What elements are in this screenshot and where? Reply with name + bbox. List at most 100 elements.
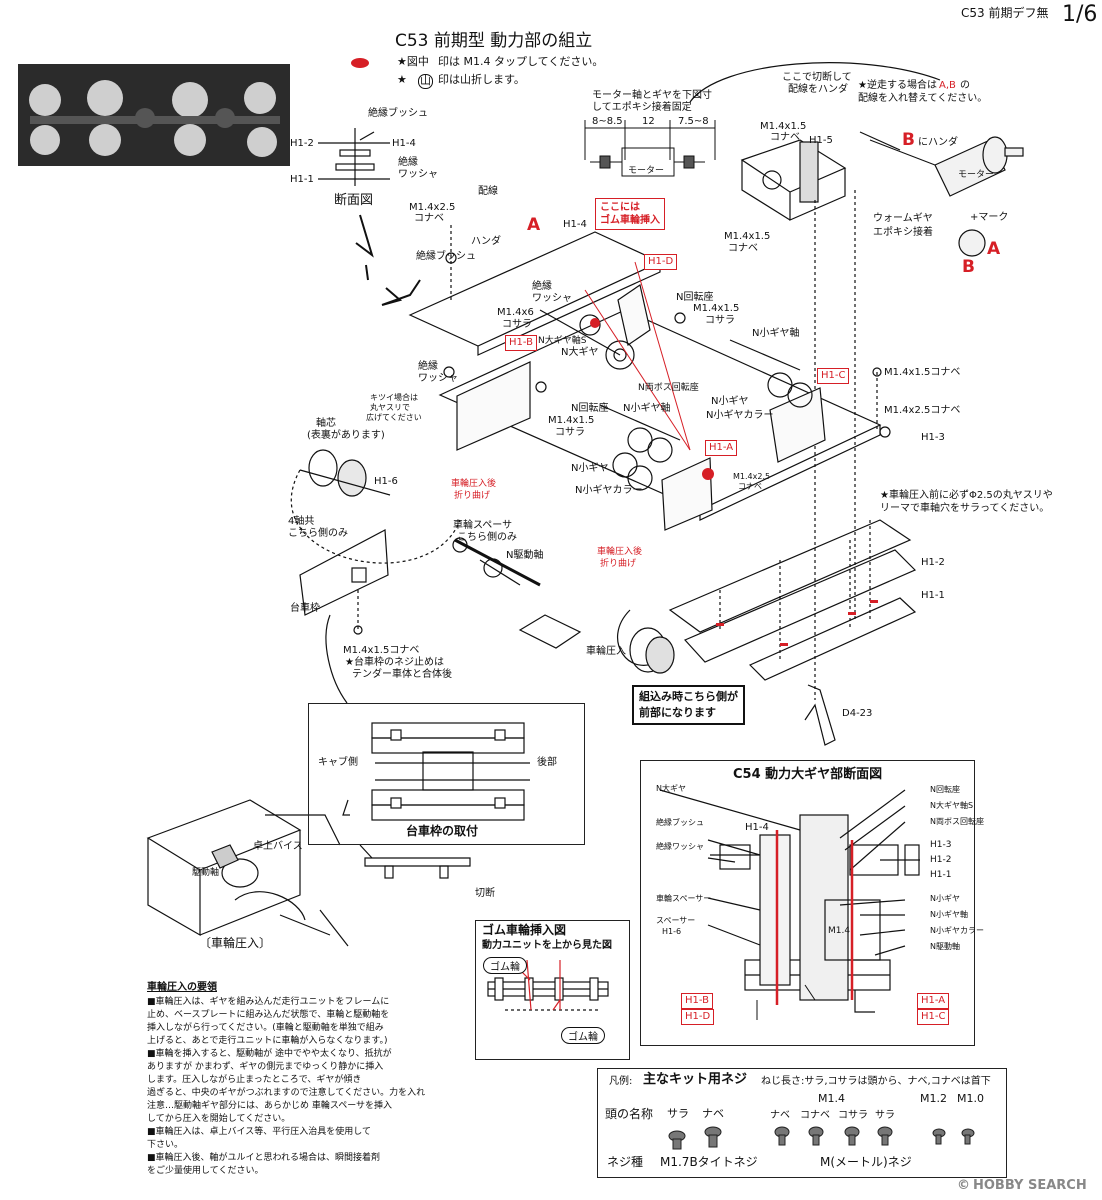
wire-a-main: A [527,215,541,235]
bend-note-2b: 折り曲げ [600,559,637,569]
page-number: 1/6 [1062,2,1098,27]
instruction-line: 挿入しながら行ってください。(車輪と駆動軸を単独で組み [147,1023,384,1033]
axle-note-2: (表裏があります) [307,430,385,441]
rubber-note-1: ここには [600,202,640,213]
vise-caption: 〔車輪圧入〕 [199,936,272,950]
instruction-line: 下さい。 [147,1140,184,1150]
h1-6-main: H1-6 [374,476,398,487]
instruction-line: ■車輪圧入は、ギヤを組み込んだ走行ユニットをフレームに [147,997,390,1007]
page-title: C53 前期型 動力部の組立 [395,31,593,51]
m14x25b-2: コナベ [738,482,762,491]
legend-nabe2: ナベ [770,1110,790,1121]
m14x6-label: M1.4x6 [497,307,534,318]
instruction-line: します。圧入しながら止まったところで、ギヤが傾き [147,1075,362,1085]
plus-mark: +マーク [970,212,1009,223]
cut-note-2: 配線をハンダ [788,84,848,95]
gs-h1-6: H1-6 [662,927,682,936]
vise-label: 卓上バイス [253,841,303,852]
dim-right: 7.5~8 [678,116,709,127]
front-note-1: 組込み時こちら側が [639,690,738,703]
rear-label: 後部 [537,757,557,768]
instructions-title: 車輪圧入の要領 [147,982,217,993]
insul-washer-a: 絶縁 [532,281,552,292]
gs-n-big-shaft-s: N大ギヤ軸S [930,801,974,810]
legend-kosara: コサラ [838,1110,868,1121]
gear-section-title: C54 動力大ギヤ部断面図 [733,767,883,782]
legend-m14: M1.4 [818,1092,845,1105]
watermark: © HOBBY SEARCH [957,1178,1087,1193]
gs-spacer: スペーサー [656,916,696,925]
front-note-box: 組込み時こちら側が 前部になります [632,685,745,725]
legend-type-label: ネジ種 [607,1155,644,1169]
rubber-note-box: ここには ゴム車輪挿入 [595,198,665,230]
legend-example: 凡例: [609,1076,633,1087]
bend-note-2a: 車輪圧入後 [597,547,643,557]
gs-n-small-shaft: N小ギヤ軸 [930,910,968,919]
rubber-wheel-box [475,920,630,1060]
instruction-line: ■車輪圧入後、軸がユルイと思われる場合は、瞬間接着剤 [147,1153,381,1163]
wire-a-letter: A [987,239,1001,259]
note-fold-prefix: ★ [397,73,407,86]
legend-type-2: M(メートル)ネジ [820,1155,912,1169]
h1-5-label: H1-5 [809,135,833,146]
rubber-note-2: ゴム車輪挿入 [600,215,660,226]
instruction-line: 過ぎると、中央のギヤがつぶれますので注意してください。力を入れ [147,1088,426,1098]
gs-h1-4: H1-4 [745,822,769,833]
wheel-spacer-2: こちら側のみ [457,532,517,543]
b-solder-letter: B [902,130,915,150]
n-drive-axle: N駆動軸 [506,550,544,561]
axle-note-1: 軸芯 [316,418,336,429]
bogie-mount-box [308,703,585,845]
m14x15-label: M1.4x1.5 [693,303,740,314]
reverse-note-2: 配線を入れ替えてください。 [858,93,988,104]
gs-n-drive-axle: N駆動軸 [930,942,960,951]
h1-4-main: H1-4 [563,219,587,230]
legend-head-label: 頭の名称 [605,1107,654,1121]
bend-note-1a: 車輪圧入後 [451,479,497,489]
gs-n-turntable: N回転座 [930,785,960,794]
n-big-gear: N大ギヤ [561,347,599,358]
gs-h1-b-tag: H1-B [681,993,713,1009]
bend-note-1b: 折り曲げ [454,491,491,501]
insul-washer2-b: ワッシャ [418,373,458,384]
legend-title: 主なキット用ネジ [643,1072,748,1087]
note-tap-suffix: 印は M1.4 タップしてください。 [438,55,604,68]
sv-h1-4: H1-4 [392,138,416,149]
h1-d-tag: H1-D [644,254,678,270]
gs-h1-d-tag: H1-D [681,1009,715,1025]
insul-washer2-a: 絶縁 [418,361,438,372]
motor-note-1: モーター軸とギヤを下図寸 [592,90,712,101]
watermark-text: HOBBY SEARCH [973,1178,1087,1193]
m14x15b: M1.4x1.5 [548,415,595,426]
rubber-top-label: ゴム輪 [483,957,527,974]
h1-b-tag: H1-B [505,335,537,351]
legend-note: ねじ長さ:サラ,コサラは頭から、ナベ,コナベは首下 [761,1076,991,1087]
gs-n-small-gear: N小ギヤ [930,894,960,903]
bogie-note-2: テンダー車体と合体後 [352,669,452,680]
gs-h1-2: H1-2 [930,855,952,865]
legend-konabe: コナベ [800,1110,830,1121]
rubber-box-title: ゴム車輪挿入図 [482,923,567,937]
reverse-note-1b: の [960,80,970,91]
cut-label: 切断 [475,888,495,899]
n-small-gear2: N小ギヤ [571,463,609,474]
instruction-line: をご少量使用してください。 [147,1166,264,1176]
screw-m14x25-1: M1.4x2.5 [409,202,456,213]
tight-note-2: 丸ヤスリで [370,403,410,412]
instructions-body: ■車輪圧入は、ギヤを組み込んだ走行ユニットをフレームに 止め、ベースプレートに組… [147,996,425,1178]
gs-n-double-boss: N両ボス回転座 [930,817,984,826]
kosara-label: コサラ [502,319,532,330]
n-small-gear: N小ギヤ [711,396,749,407]
tight-note-1: キツイ場合は [370,393,418,402]
mountain-fold-symbol: 山 [418,74,433,89]
bogie-mount-caption: 台車枠の取付 [406,824,479,838]
worm-gear-1: ウォームギヤ [873,213,933,224]
reverse-ab: A,B [939,80,956,91]
bracket-screw-size: M1.4x1.5 [760,121,807,132]
sv-h1-2: H1-2 [290,138,314,149]
doc-label: C53 前期デフ無 [961,6,1049,20]
gs-insul-washer: 絶縁ワッシャ [656,842,704,851]
n-small-collar: N小ギヤカラー [706,410,774,421]
d4-23-label: D4-23 [842,708,873,719]
